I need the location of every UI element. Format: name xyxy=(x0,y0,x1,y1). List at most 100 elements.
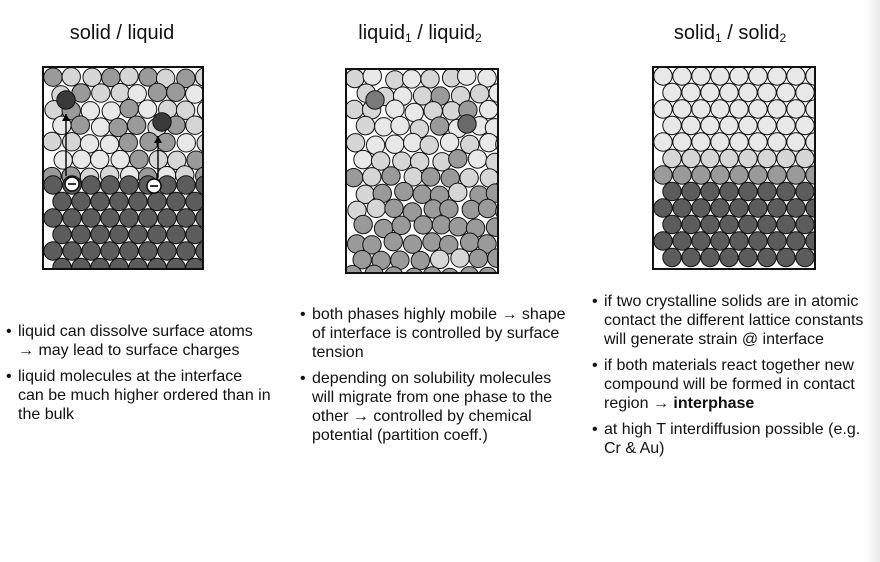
liquid-atom xyxy=(422,232,442,252)
liquid-atom xyxy=(488,83,497,103)
solid2-atom xyxy=(738,247,758,268)
liquid-atom xyxy=(385,70,405,90)
solid-atom xyxy=(176,241,196,261)
solid2-atom xyxy=(729,198,749,218)
solid1-atom xyxy=(719,115,739,136)
solid-atom xyxy=(62,208,82,228)
liquid-atom xyxy=(362,70,382,86)
solid2-atom xyxy=(776,214,796,235)
liquid-atom xyxy=(110,83,130,103)
solid2-atom xyxy=(654,231,673,251)
solid2-atom xyxy=(767,198,787,218)
solid-atom xyxy=(166,191,186,212)
liquid-atom xyxy=(364,264,384,272)
solid-atom xyxy=(166,224,186,245)
bullet-item: depending on solubility molecules will m… xyxy=(300,369,570,445)
solid2-atom xyxy=(681,214,701,235)
liquid-atom xyxy=(61,68,81,87)
solid1-atom xyxy=(654,132,673,152)
solid2-atom xyxy=(786,165,806,185)
solid1-atom xyxy=(729,68,749,86)
solid-atom xyxy=(147,191,167,212)
solid2-atom xyxy=(662,214,682,235)
liquid-atom xyxy=(353,214,373,235)
solid2-atom xyxy=(691,165,711,185)
solid2-atom xyxy=(748,231,768,251)
liquid-atom xyxy=(450,248,470,268)
solid-atom xyxy=(147,224,167,245)
liquid-atom xyxy=(477,198,497,219)
liquid-atom xyxy=(195,68,202,87)
solid2-atom xyxy=(700,181,720,202)
solid-atom xyxy=(81,208,101,228)
liquid-atom xyxy=(119,98,139,119)
solid-atom xyxy=(44,208,63,228)
bullets-solid-liquid: liquid can dissolve surface atoms → may … xyxy=(6,322,271,431)
liquid-atom xyxy=(401,70,422,89)
liquid-atom xyxy=(391,215,411,236)
solid2-atom xyxy=(757,181,777,202)
solid1-atom xyxy=(795,82,814,103)
liquid-atom xyxy=(129,149,149,170)
liquid-atom xyxy=(384,198,404,219)
solid2-atom xyxy=(767,165,787,185)
liquid-atom xyxy=(406,267,423,272)
bullets-solid-solid: if two crystalline solids are in atomic … xyxy=(592,292,867,465)
solid1-atom xyxy=(700,148,720,169)
liquid-atom xyxy=(355,115,376,136)
solid-atom xyxy=(71,257,91,268)
solid-atom xyxy=(157,208,177,228)
liquid-atom xyxy=(459,168,479,188)
solid-atom xyxy=(157,241,177,261)
liquid-atom xyxy=(439,132,460,153)
solid2-atom xyxy=(700,247,720,268)
liquid-atom xyxy=(370,151,391,171)
liquid-atom xyxy=(479,266,497,272)
liquid-atom xyxy=(71,149,92,170)
panel-liquid-liquid xyxy=(345,68,499,274)
liquid-atom xyxy=(469,84,490,104)
liquid-atom xyxy=(91,83,111,103)
bullet-item: if two crystalline solids are in atomic … xyxy=(592,292,867,349)
liquid-atom xyxy=(479,132,497,153)
liquid-atom xyxy=(127,84,147,104)
solid1-atom xyxy=(700,115,720,136)
title-solid-solid: solid1 / solid2 xyxy=(673,22,787,45)
solid-atom xyxy=(185,191,202,212)
solid2-atom xyxy=(691,231,711,251)
solid2-atom xyxy=(767,231,787,251)
solid-atom xyxy=(71,224,91,245)
solid2-atom xyxy=(710,198,730,218)
liquid-atom xyxy=(485,217,497,237)
bullet-item: liquid can dissolve surface atoms → may … xyxy=(6,322,271,360)
solid1-atom xyxy=(654,99,673,119)
solid1-atom xyxy=(700,82,720,103)
liquid-atom xyxy=(44,68,63,87)
solid2-atom xyxy=(710,165,730,185)
solid2-atom xyxy=(805,165,814,185)
liquid-atom xyxy=(413,215,433,235)
solid-atom xyxy=(81,241,101,261)
liquid-atom xyxy=(495,138,497,150)
solid-atom xyxy=(119,175,139,195)
solid-atom xyxy=(52,191,72,212)
solid-atom xyxy=(109,191,129,212)
solid1-atom xyxy=(767,68,787,86)
solid1-atom xyxy=(738,82,758,103)
liquid-atom xyxy=(137,99,158,119)
solid-atom xyxy=(128,224,148,245)
solid1-atom xyxy=(691,68,711,86)
liquid-atom xyxy=(410,250,431,271)
solid-atom xyxy=(52,224,72,245)
liquid-atom xyxy=(448,217,468,237)
solid-atom xyxy=(100,175,120,195)
solid1-atom xyxy=(662,148,682,169)
solid1-atom xyxy=(719,148,739,169)
liquid-atom xyxy=(90,149,110,170)
solid1-atom xyxy=(776,82,796,103)
solid2-atom xyxy=(672,198,692,218)
liquid-atom xyxy=(419,135,439,155)
liquid-atom xyxy=(394,181,414,202)
liquid-atom xyxy=(175,100,196,120)
solid-atom xyxy=(185,257,202,268)
